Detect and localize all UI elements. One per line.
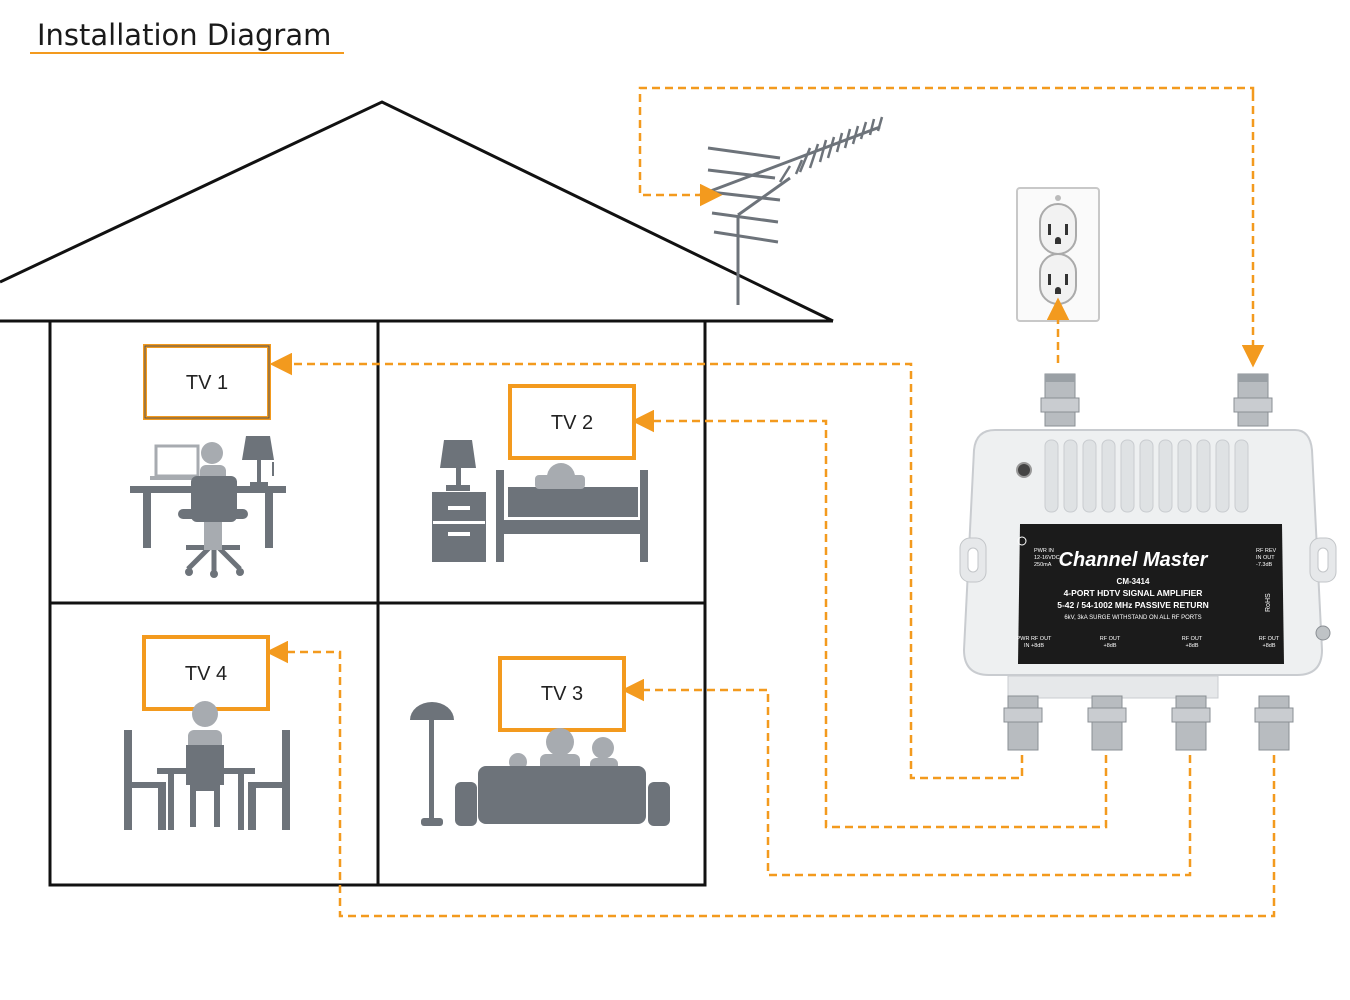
amp-port-2-a: RF OUT [1100,636,1121,642]
amp-pwr-in-3: 250mA [1034,562,1052,568]
tv-1: TV 1 [143,344,271,420]
tv-3-label: TV 3 [541,683,583,705]
amp-rf-rev-2: IN OUT [1256,555,1275,561]
tv-2: TV 2 [508,384,636,460]
signal-lines [265,86,1276,918]
title-underline [30,52,344,54]
amp-model: CM-3414 [1117,577,1150,586]
amp-line-3: 6kV, 3kA SURGE WITHSTAND ON ALL RF PORTS [1064,615,1201,621]
amp-pwr-in-2: 12-16VDC [1034,555,1060,561]
dining-room-icon [124,701,290,830]
house-roof [0,100,834,323]
amp-port-3-a: RF OUT [1182,636,1203,642]
amp-pwr-in-1: PWR IN [1034,548,1054,554]
living-room-icon [410,702,670,826]
tv-4: TV 4 [142,635,270,711]
amp-brand: Channel Master [1059,549,1209,571]
tv-2-label: TV 2 [551,412,593,434]
house-rooms [48,319,707,887]
amp-line-2: 5-42 / 54-1002 MHz PASSIVE RETURN [1057,600,1208,610]
office-desk-icon [130,436,286,578]
amp-bottom-connectors [1003,675,1294,751]
tv-1-label: TV 1 [186,372,228,394]
power-symbol-icon [1017,536,1027,546]
wall-outlet-icon [1016,187,1100,322]
tv-3: TV 3 [498,656,626,732]
amp-port-4-a: RF OUT [1259,636,1280,642]
amp-rohs: RoHS [1265,593,1272,612]
antenna-icon [699,116,884,305]
amp-rf-rev-1: RF REV [1256,548,1277,554]
bedroom-icon [432,440,648,562]
page-title: Installation Diagram [37,18,332,52]
amp-line-1: 4-PORT HDTV SIGNAL AMPLIFIER [1064,588,1203,598]
amp-port-2-b: +8dB [1104,643,1117,649]
amp-rf-rev-3: -7.3dB [1256,562,1273,568]
amp-port-1-a: PWR RF OUT [1017,636,1052,642]
amp-label-text: Channel Master CM-3414 4-PORT HDTV SIGNA… [1017,536,1280,649]
amp-top-connectors [1040,373,1273,427]
amplifier-device: Channel Master CM-3414 4-PORT HDTV SIGNA… [959,373,1337,751]
amp-port-3-b: +8dB [1186,643,1199,649]
amp-port-1-b: IN +8dB [1024,643,1044,649]
amp-port-4-b: +8dB [1263,643,1276,649]
tv-4-label: TV 4 [185,663,227,685]
